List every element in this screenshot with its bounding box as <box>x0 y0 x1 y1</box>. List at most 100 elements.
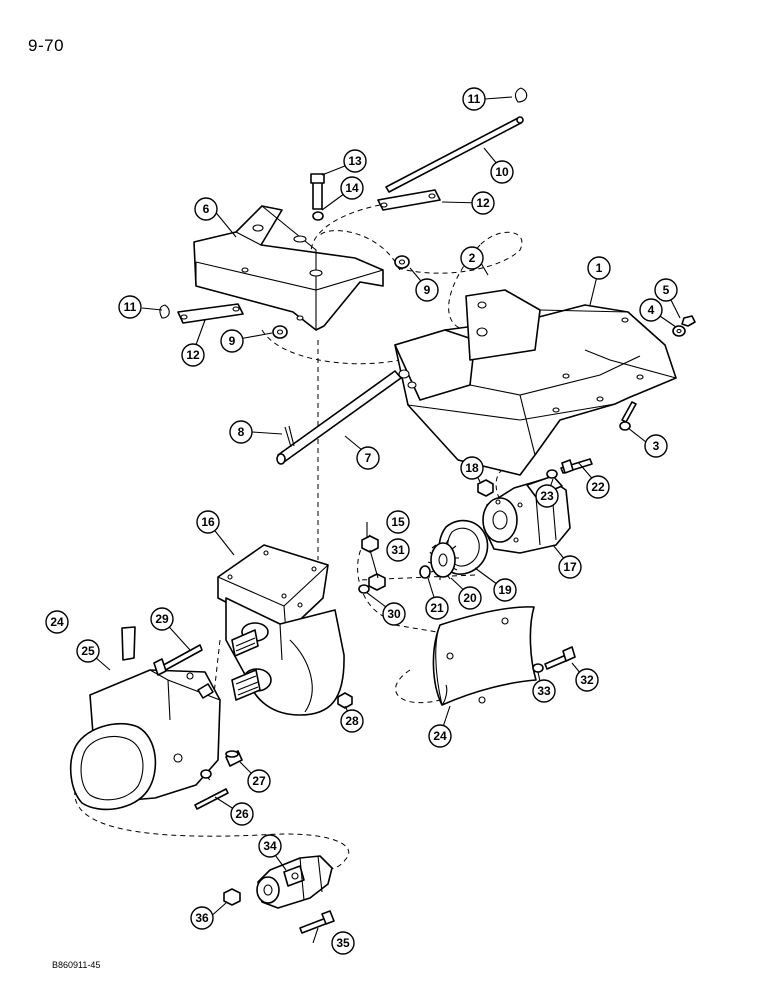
callout-36: 36 <box>190 906 214 930</box>
callout-2: 2 <box>460 246 484 270</box>
callout-6: 6 <box>194 197 218 221</box>
coupler-nut <box>223 888 241 906</box>
callout-22-label: 22 <box>591 480 605 494</box>
pivot-shaft <box>276 370 402 465</box>
callout-2-label: 2 <box>469 251 476 265</box>
callout-20: 20 <box>458 586 482 610</box>
callout-27-label: 27 <box>252 774 266 788</box>
callout-4: 4 <box>639 298 663 322</box>
connecting-links <box>177 189 441 324</box>
callout-15: 15 <box>386 510 410 534</box>
callout-21-label: 21 <box>430 601 444 615</box>
callout-7-label: 7 <box>365 451 372 465</box>
shaft-coupler <box>256 855 333 909</box>
long-rod <box>385 116 524 193</box>
callout-14-label: 14 <box>345 181 359 195</box>
callout-23: 23 <box>535 484 559 508</box>
callout-9a: 9 <box>415 278 439 302</box>
callout-9b-label: 9 <box>229 334 236 348</box>
callout-35: 35 <box>331 931 355 955</box>
callout-33-label: 33 <box>537 684 551 698</box>
callout-30: 30 <box>382 602 406 626</box>
callout-22: 22 <box>586 475 610 499</box>
callout-13-label: 13 <box>348 154 362 168</box>
gearbox-shaft-hardware <box>337 573 386 709</box>
coupler-bolt <box>299 910 335 934</box>
callout-10-label: 10 <box>495 165 509 179</box>
callout-17-label: 17 <box>563 560 577 574</box>
callout-3-label: 3 <box>653 439 660 453</box>
callout-27: 27 <box>247 769 271 793</box>
callout-23-label: 23 <box>540 489 554 503</box>
callout-15-label: 15 <box>391 515 405 529</box>
pump-fittings <box>477 458 593 497</box>
callout-16: 16 <box>196 510 220 534</box>
leader-lines <box>87 96 681 944</box>
callout-6-label: 6 <box>203 202 210 216</box>
callout-14: 14 <box>340 176 364 200</box>
callout-4-label: 4 <box>648 303 655 317</box>
callout-33: 33 <box>532 679 556 703</box>
callout-16-label: 16 <box>201 515 215 529</box>
callout-12b-label: 12 <box>186 348 200 362</box>
frame-bolt-hardware <box>619 315 696 431</box>
callout-30-label: 30 <box>387 607 401 621</box>
housing-pin <box>194 769 229 810</box>
callout-21: 21 <box>425 596 449 620</box>
callout-24b: 24 <box>428 724 452 748</box>
callout-17: 17 <box>558 555 582 579</box>
callout-12a-label: 12 <box>476 196 490 210</box>
callout-5: 5 <box>654 278 678 302</box>
callout-19-label: 19 <box>498 583 512 597</box>
callout-9a-label: 9 <box>424 283 431 297</box>
callout-25-label: 25 <box>81 644 95 658</box>
callout-34-label: 34 <box>263 839 277 853</box>
callout-20-label: 20 <box>463 591 477 605</box>
callout-18: 18 <box>460 456 484 480</box>
callout-25: 25 <box>76 639 100 663</box>
callout-11a-label: 11 <box>468 92 481 106</box>
callout-29-label: 29 <box>155 612 169 626</box>
drive-gear <box>427 539 459 580</box>
callout-11b-label: 11 <box>124 300 137 314</box>
callout-26: 26 <box>230 802 254 826</box>
callout-28-label: 28 <box>345 714 359 728</box>
callout-26-label: 26 <box>235 807 249 821</box>
callout-13: 13 <box>343 149 367 173</box>
callout-35-label: 35 <box>336 936 350 950</box>
callout-12a: 12 <box>471 191 495 215</box>
main-support-frame <box>394 289 677 476</box>
page-number: 9-70 <box>28 36 65 55</box>
callout-31-label: 31 <box>391 543 405 557</box>
shield-bolt <box>532 646 576 673</box>
callout-28: 28 <box>340 709 364 733</box>
dowel-pin <box>225 750 243 767</box>
callout-24a: 24 <box>45 610 69 634</box>
callout-12b: 12 <box>181 343 205 367</box>
bracket-bolt <box>310 173 325 221</box>
callout-36-label: 36 <box>195 911 209 925</box>
callout-31: 31 <box>386 538 410 562</box>
cotter-pin <box>284 425 295 448</box>
callout-32-label: 32 <box>580 673 594 687</box>
callout-29: 29 <box>150 607 174 631</box>
callout-3: 3 <box>644 434 668 458</box>
fan-housing <box>69 626 221 811</box>
callout-24a-label: 24 <box>50 615 64 629</box>
snap-ring <box>419 565 431 579</box>
callout-11b: 11 <box>118 295 142 319</box>
retaining-clips <box>159 87 528 319</box>
callout-5-label: 5 <box>663 283 670 297</box>
callout-34: 34 <box>258 834 282 858</box>
gearbox-nut <box>361 535 379 553</box>
flat-washers <box>272 255 410 339</box>
callout-7: 7 <box>356 446 380 470</box>
callout-1-label: 1 <box>596 261 603 275</box>
callout-1: 1 <box>587 256 611 280</box>
callout-8: 8 <box>229 420 253 444</box>
gearbox-housing <box>217 544 345 716</box>
callout-9b: 9 <box>220 329 244 353</box>
callout-19: 19 <box>493 578 517 602</box>
callout-32: 32 <box>575 668 599 692</box>
